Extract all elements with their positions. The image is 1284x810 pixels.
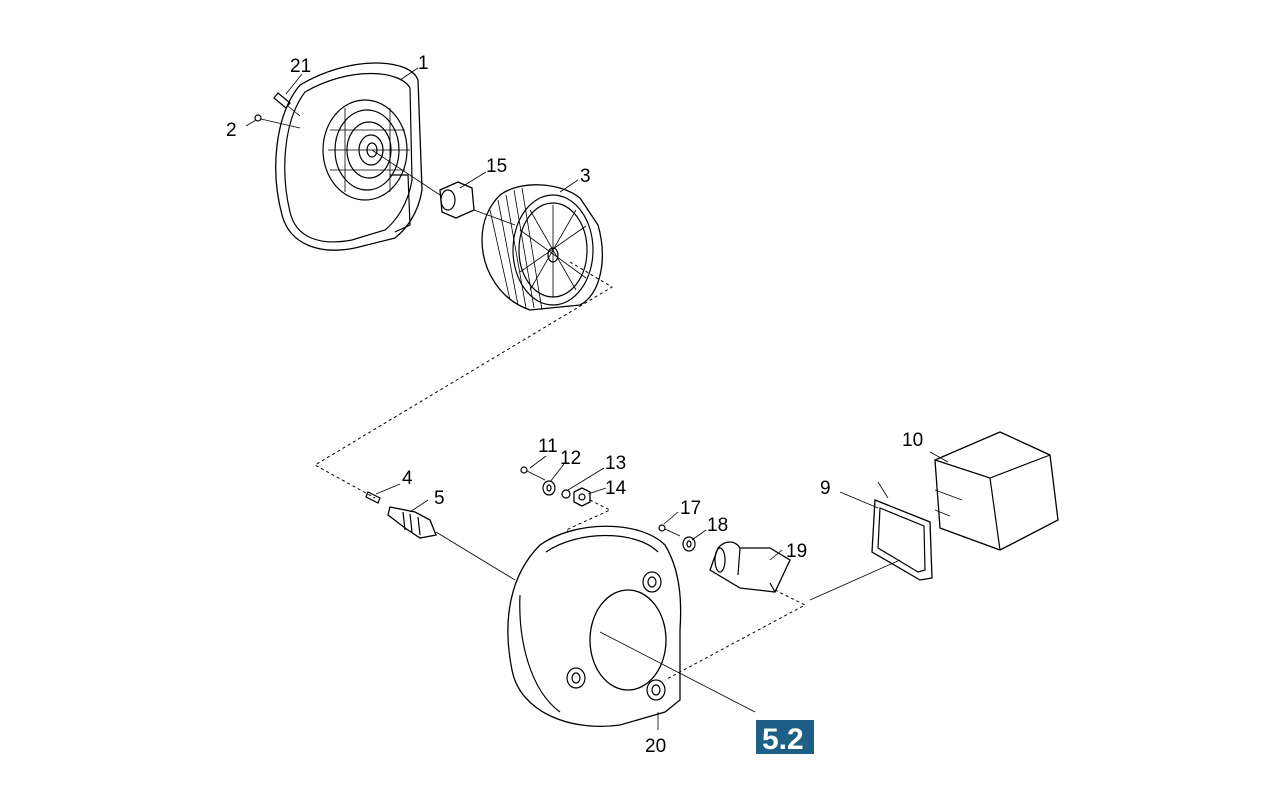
leader-14 bbox=[587, 487, 607, 495]
leader-2 bbox=[245, 119, 257, 127]
label-19: 19 bbox=[786, 541, 807, 562]
part-17-screw bbox=[658, 524, 681, 537]
leader-3 bbox=[559, 179, 579, 193]
label-1: 1 bbox=[418, 53, 429, 74]
part-1-housing bbox=[275, 62, 423, 251]
label-14: 14 bbox=[605, 478, 627, 499]
leader-5 bbox=[409, 499, 429, 513]
part-5-shaft bbox=[387, 506, 516, 581]
part-11-screw bbox=[520, 466, 546, 481]
label-10: 10 bbox=[902, 430, 923, 451]
section-badge: 5.2 bbox=[756, 720, 814, 756]
part-14-nut bbox=[573, 487, 591, 507]
leader-1 bbox=[399, 67, 419, 81]
label-3: 3 bbox=[580, 166, 591, 187]
label-20: 20 bbox=[645, 736, 666, 757]
part-10-box bbox=[934, 431, 1059, 551]
label-17: 17 bbox=[680, 498, 701, 519]
label-13: 13 bbox=[605, 453, 626, 474]
label-21: 21 bbox=[290, 56, 311, 77]
label-18: 18 bbox=[707, 515, 728, 536]
part-9-gasket bbox=[809, 481, 933, 601]
part-13-spacer bbox=[561, 489, 571, 499]
part-12-washer bbox=[542, 480, 556, 496]
part-3-impeller bbox=[473, 184, 603, 311]
part-4-spring bbox=[365, 491, 381, 504]
label-2: 2 bbox=[226, 120, 237, 141]
part-21-bolt bbox=[273, 92, 301, 117]
label-5: 5 bbox=[434, 488, 445, 509]
part-20-housing bbox=[507, 525, 756, 727]
leader-11 bbox=[529, 455, 547, 469]
leader-12 bbox=[549, 463, 565, 483]
leader-13 bbox=[567, 467, 605, 491]
leader-4 bbox=[375, 483, 401, 495]
label-12: 12 bbox=[560, 448, 581, 469]
part-2-screw bbox=[254, 114, 301, 129]
section-badge-text: 5.2 bbox=[762, 723, 804, 756]
label-4: 4 bbox=[402, 468, 413, 489]
leader-18 bbox=[691, 529, 707, 541]
leader-10 bbox=[929, 451, 949, 463]
leader-19 bbox=[769, 549, 783, 561]
leader-9 bbox=[839, 491, 879, 509]
assembly-leader-top bbox=[313, 261, 613, 499]
label-11: 11 bbox=[538, 436, 558, 457]
part-18-washer bbox=[682, 536, 696, 552]
label-15: 15 bbox=[486, 156, 507, 177]
leader-21 bbox=[285, 73, 303, 95]
leader-17-19 bbox=[664, 589, 807, 681]
leader-15 bbox=[459, 171, 487, 189]
leader-17 bbox=[663, 511, 679, 525]
part-19-flap bbox=[709, 541, 791, 593]
label-9: 9 bbox=[820, 478, 831, 499]
